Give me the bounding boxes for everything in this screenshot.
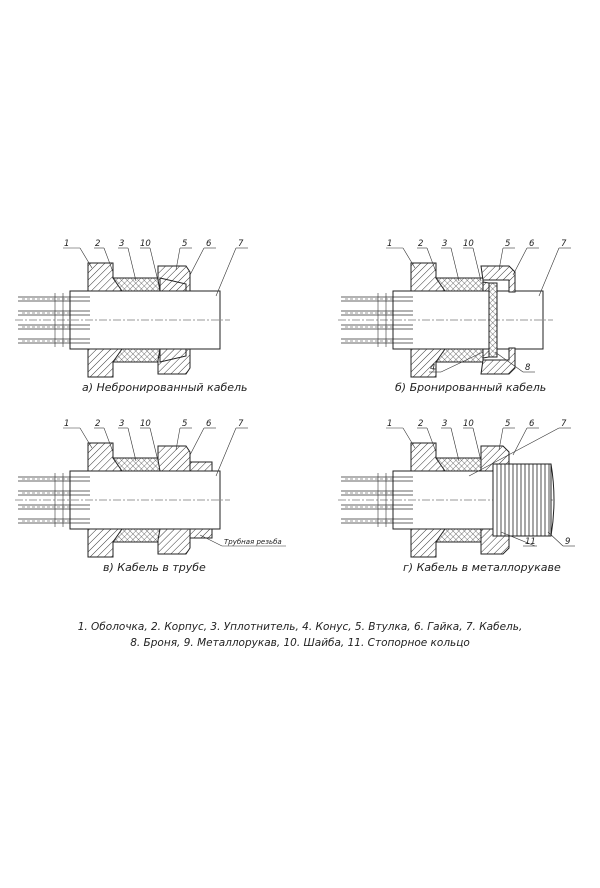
body-top bbox=[410, 442, 446, 472]
callout-8: 8 bbox=[525, 363, 531, 373]
nut-bottom bbox=[157, 528, 191, 555]
callout-5: 5 bbox=[505, 419, 510, 429]
cone-bottom bbox=[482, 348, 490, 359]
callout-9: 9 bbox=[565, 537, 570, 547]
callout-3: 3 bbox=[442, 239, 447, 249]
callout-10: 10 bbox=[140, 419, 151, 429]
callout-7: 7 bbox=[561, 419, 567, 429]
panel-g-cable-in-metal-hose: 1 2 3 10 5 6 7 11 9 г) Кабель в металлор… bbox=[338, 419, 575, 574]
legend-line-1: 1. Оболочка, 2. Корпус, 3. Уплотнитель, … bbox=[78, 621, 523, 633]
body-top bbox=[87, 262, 123, 292]
callout-1: 1 bbox=[387, 419, 392, 429]
callout-7: 7 bbox=[238, 239, 244, 249]
seal-bottom bbox=[112, 528, 161, 543]
body-top bbox=[410, 262, 446, 292]
callout-10: 10 bbox=[463, 239, 474, 249]
callout-10: 10 bbox=[463, 419, 474, 429]
callout-2: 2 bbox=[418, 239, 423, 249]
nut-top bbox=[480, 265, 516, 293]
body-bottom bbox=[87, 528, 123, 558]
callout-11: 11 bbox=[525, 537, 536, 547]
callout-4: 4 bbox=[430, 363, 435, 373]
callout-5: 5 bbox=[182, 419, 187, 429]
seal-bottom bbox=[112, 348, 161, 363]
panel-b-caption: б) Бронированный кабель bbox=[395, 381, 546, 394]
seal-top bbox=[112, 277, 161, 292]
panel-v-caption: в) Кабель в трубе bbox=[103, 561, 206, 574]
callout-7: 7 bbox=[238, 419, 244, 429]
panel-b-armored-cable: 1 2 3 10 5 6 7 4 8 б) Бронированный кабе… bbox=[338, 239, 571, 394]
callout-5: 5 bbox=[182, 239, 187, 249]
seal-top bbox=[435, 277, 484, 292]
wire-bundle bbox=[341, 473, 413, 527]
callout-7: 7 bbox=[561, 239, 567, 249]
panel-a-unarmored-cable: 1 2 3 10 5 6 7 а) Небронированный кабель bbox=[15, 239, 248, 394]
body-bottom bbox=[410, 528, 446, 558]
callout-10: 10 bbox=[140, 239, 151, 249]
callout-2: 2 bbox=[418, 419, 423, 429]
cone-top bbox=[159, 277, 187, 292]
body-bottom bbox=[87, 348, 123, 378]
armor bbox=[488, 282, 498, 358]
callout-3: 3 bbox=[119, 239, 124, 249]
cone-top bbox=[482, 281, 490, 292]
callout-2: 2 bbox=[95, 239, 100, 249]
callout-6: 6 bbox=[206, 419, 212, 429]
callout-1: 1 bbox=[64, 239, 69, 249]
seal-top bbox=[112, 457, 161, 472]
panel-v-cable-in-pipe: 1 2 3 10 5 6 7 Трубная резьба в) Кабель … bbox=[15, 419, 286, 574]
callout-1: 1 bbox=[64, 419, 69, 429]
callout-3: 3 bbox=[442, 419, 447, 429]
callout-3: 3 bbox=[119, 419, 124, 429]
callout-6: 6 bbox=[206, 239, 212, 249]
body-top bbox=[87, 442, 123, 472]
nut-bottom bbox=[480, 347, 516, 375]
pipe-bottom bbox=[189, 528, 213, 539]
legend-line-2: 8. Броня, 9. Металлорукав, 10. Шайба, 11… bbox=[130, 637, 470, 649]
metal-hose bbox=[492, 463, 552, 537]
nut-top bbox=[157, 445, 191, 472]
pipe-thread-note: Трубная резьба bbox=[224, 538, 282, 546]
cone-bottom bbox=[159, 348, 187, 363]
callout-6: 6 bbox=[529, 419, 535, 429]
callout-2: 2 bbox=[95, 419, 100, 429]
wire-bundle bbox=[18, 473, 90, 527]
callout-1: 1 bbox=[387, 239, 392, 249]
pipe-top bbox=[189, 461, 213, 472]
callout-5: 5 bbox=[505, 239, 510, 249]
panel-g-caption: г) Кабель в металлорукаве bbox=[403, 561, 561, 574]
body-bottom bbox=[410, 348, 446, 378]
panel-a-caption: а) Небронированный кабель bbox=[82, 381, 248, 394]
callout-6: 6 bbox=[529, 239, 535, 249]
